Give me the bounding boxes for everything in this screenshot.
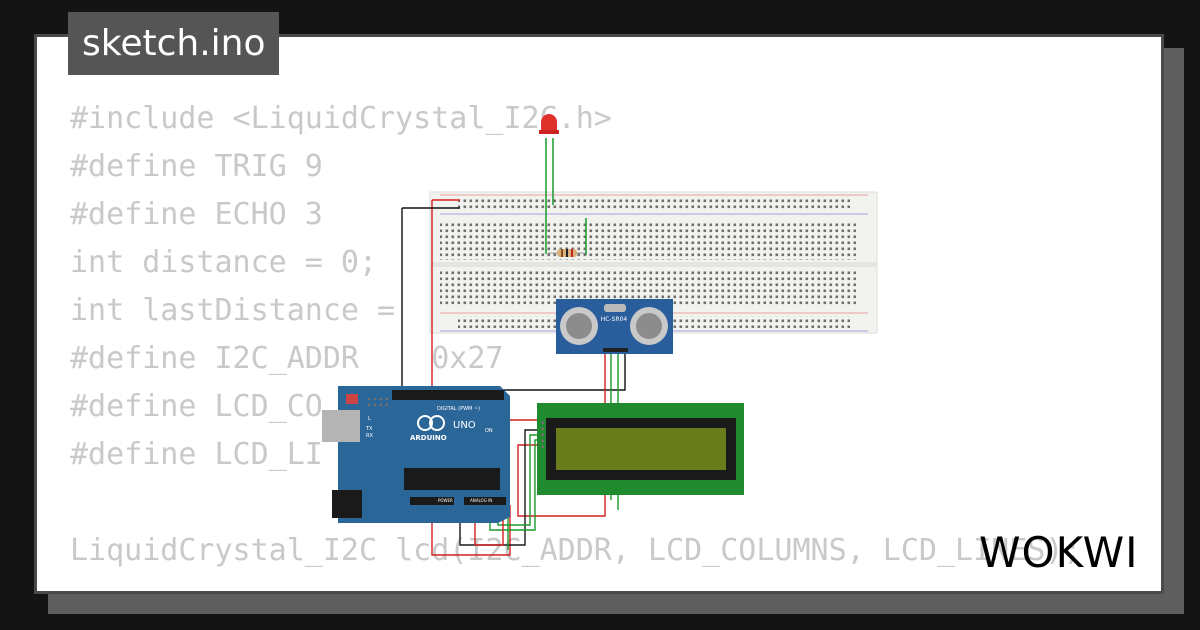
breadboard [429, 191, 878, 334]
power-label: POWER [438, 498, 453, 503]
rx-label: RX [366, 433, 373, 439]
l-label: L [368, 416, 371, 422]
lcd-display[interactable] [537, 403, 744, 495]
code-line-4: int distance = 0; [70, 245, 378, 280]
arduino-brand: ARDUINO [410, 434, 447, 442]
code-line-6: #define I2C_ADDR 0x27 [70, 341, 504, 376]
wokwi-logo-text: WOKWI [979, 528, 1139, 574]
ultrasonic-sensor[interactable]: HC-SR04 [556, 299, 673, 354]
board-model: UNO [453, 420, 476, 431]
on-label: ON [485, 428, 493, 434]
arduino-board[interactable]: DIGITAL (PWM ~) L TX RX ON ARDUINO UNO P… [322, 386, 510, 523]
sensor-label: HC-SR04 [601, 316, 628, 323]
resistor-component[interactable] [548, 218, 587, 257]
code-line-5: int lastDistance = [70, 293, 414, 328]
led-component[interactable] [539, 114, 559, 254]
code-background: #include <LiquidCrystal_I2C.h> #define T… [70, 101, 1081, 568]
code-line-3: #define ECHO 3 [70, 197, 323, 232]
code-line-2: #define TRIG 9 [70, 149, 323, 184]
file-tab[interactable]: sketch.ino [68, 12, 280, 75]
wokwi-logo: WOKWI [979, 528, 1139, 574]
tx-label: TX [365, 426, 373, 432]
code-line-8: #define LCD_LI [70, 437, 323, 472]
code-line-7: #define LCD_CO [70, 389, 323, 424]
code-line-10: LiquidCrystal_I2C lcd(I2C_ADDR, LCD_COLU… [70, 533, 1082, 568]
analog-label: ANALOG IN [470, 498, 492, 503]
digital-label: DIGITAL (PWM ~) [437, 406, 480, 412]
